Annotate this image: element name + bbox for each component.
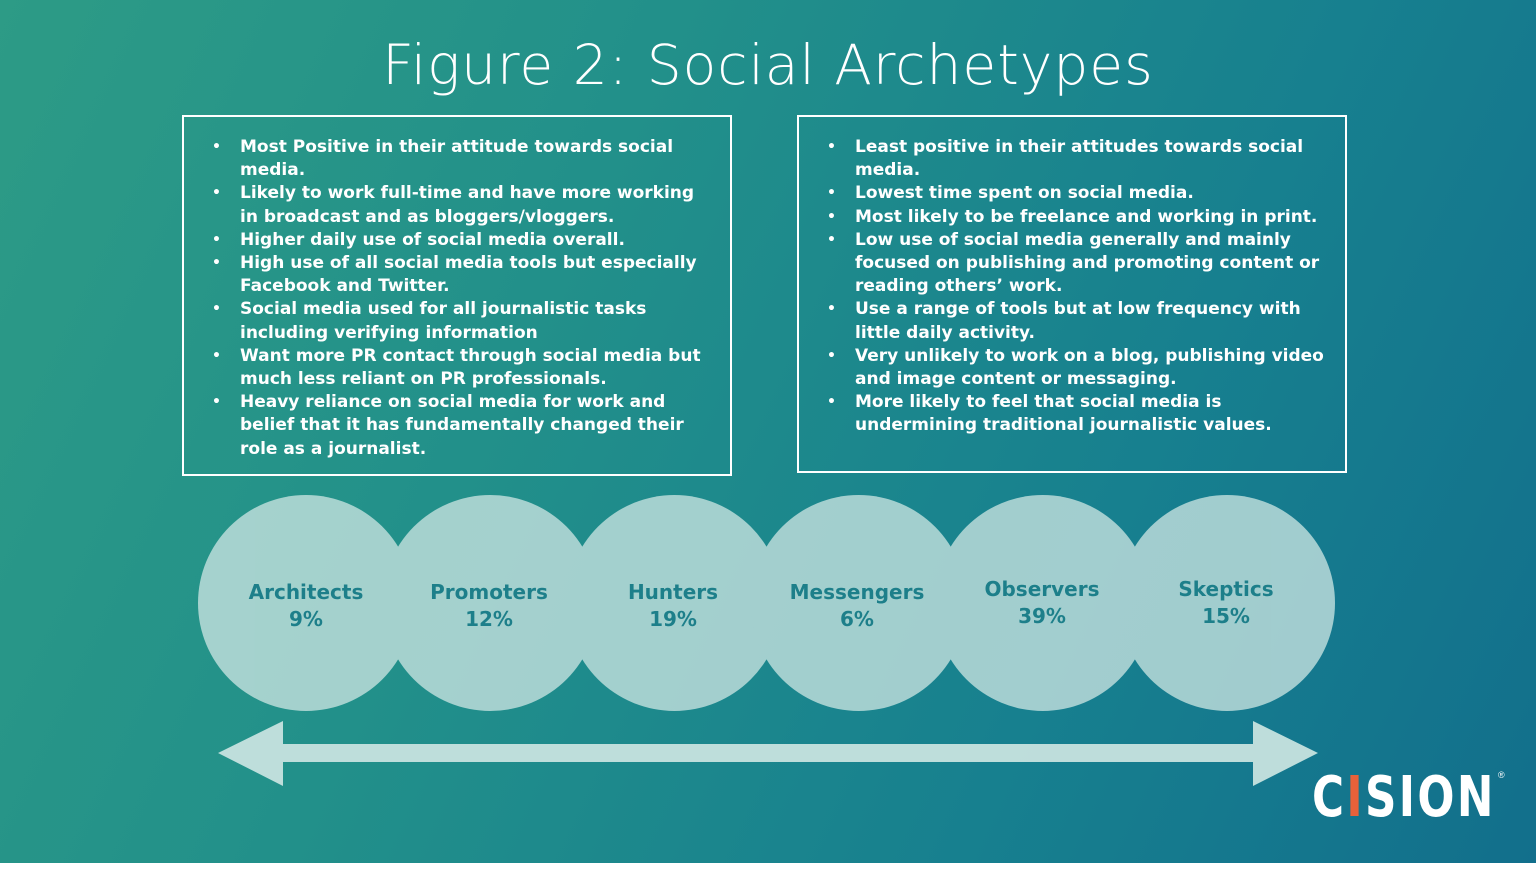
archetype-percent: 19%: [649, 607, 697, 631]
archetype-circle-hunters: [566, 495, 783, 711]
left-bullet-6: Want more PR contact through social medi…: [210, 345, 716, 391]
archetype-percent: 6%: [840, 607, 874, 631]
right-bullet-3: Most likely to be freelance and working …: [825, 206, 1331, 229]
archetype-percent: 9%: [289, 607, 323, 631]
left-bullet-7: Heavy reliance on social media for work …: [210, 391, 716, 461]
archetype-circle-promoters: [382, 495, 599, 711]
registered-mark: ®: [1498, 770, 1505, 780]
cision-logo: CISION: [1312, 766, 1496, 830]
right-bullet-1: Least positive in their attitudes toward…: [825, 136, 1331, 182]
left-bullet-4: High use of all social media tools but e…: [210, 252, 716, 298]
left-bullet-3: Higher daily use of social media overall…: [210, 229, 716, 252]
logo-text-end: SION: [1365, 765, 1496, 830]
right-bullet-6: Very unlikely to work on a blog, publish…: [825, 345, 1331, 391]
figure-title: Figure 2: Social Archetypes: [382, 33, 1154, 97]
left-bullet-5: Social media used for all journalistic t…: [210, 298, 716, 344]
logo-text-start: C: [1312, 765, 1347, 830]
left-bullet-1: Most Positive in their attitude towards …: [210, 136, 716, 182]
right-bullet-2: Lowest time spent on social media.: [825, 182, 1331, 205]
right-bullet-7: More likely to feel that social media is…: [825, 391, 1331, 437]
archetype-name: Architects: [248, 580, 364, 604]
archetype-label-messengers: Messengers 6%: [777, 579, 937, 633]
archetype-circle-architects: [198, 495, 414, 711]
archetype-label-architects: Architects 9%: [226, 579, 386, 633]
least-positive-box: Least positive in their attitudes toward…: [797, 115, 1347, 473]
right-bullet-5: Use a range of tools but at low frequenc…: [825, 298, 1331, 344]
archetype-percent: 39%: [1018, 604, 1066, 628]
archetype-label-skeptics: Skeptics 15%: [1146, 576, 1306, 630]
archetype-label-observers: Observers 39%: [962, 576, 1122, 630]
double-arrow-icon: [218, 721, 1318, 786]
archetype-label-hunters: Hunters 19%: [593, 579, 753, 633]
archetype-name: Messengers: [789, 580, 925, 604]
archetype-circle-skeptics: [1119, 495, 1335, 711]
archetype-name: Promoters: [430, 580, 548, 604]
archetype-label-promoters: Promoters 12%: [409, 579, 569, 633]
archetype-circle-observers: [934, 495, 1151, 711]
archetype-percent: 15%: [1202, 604, 1250, 628]
most-positive-box: Most Positive in their attitude towards …: [182, 115, 732, 476]
archetype-name: Observers: [984, 577, 1100, 601]
archetype-circle-messengers: [750, 495, 967, 711]
archetype-percent: 12%: [465, 607, 513, 631]
right-bullet-4: Low use of social media generally and ma…: [825, 229, 1331, 299]
logo-accent: I: [1346, 765, 1366, 830]
left-bullet-2: Likely to work full-time and have more w…: [210, 182, 716, 228]
archetype-name: Hunters: [627, 580, 719, 604]
archetype-name: Skeptics: [1178, 577, 1274, 601]
